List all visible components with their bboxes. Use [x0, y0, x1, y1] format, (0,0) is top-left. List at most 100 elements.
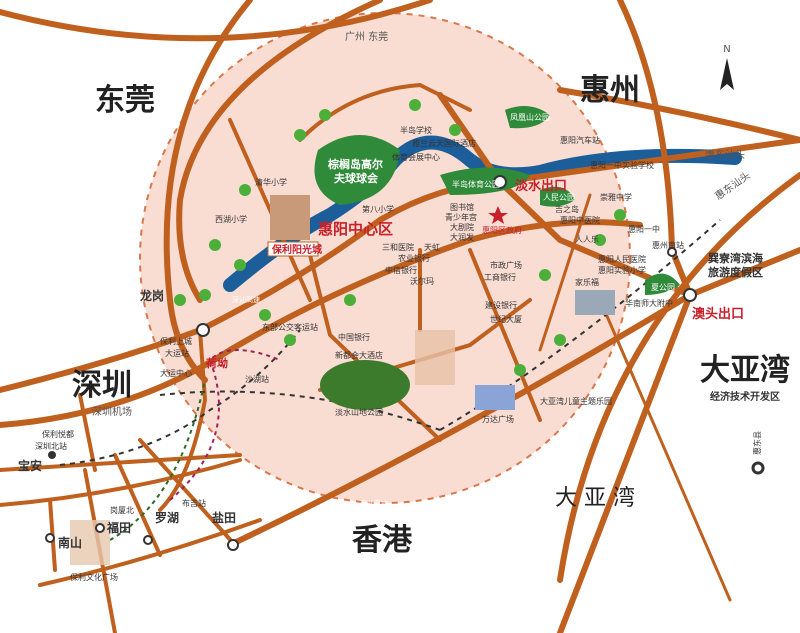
poi: 清华小学: [255, 177, 287, 187]
wanda-building: [475, 385, 515, 410]
poi: 崇雅中学: [600, 192, 632, 202]
government-star-icon: [488, 206, 508, 224]
poi: 岗厦北: [110, 506, 134, 515]
river: [223, 135, 742, 292]
poi: 惠阳人民医院: [598, 254, 646, 264]
north-arrow-icon: [720, 58, 734, 90]
tree-icons: [174, 99, 626, 376]
poi: 吉之岛: [555, 204, 579, 214]
poi: 惠阳一中: [628, 224, 660, 234]
dayawan-sea: 大 亚 湾: [555, 486, 635, 511]
project-name[interactable]: 保利阳光城: [271, 243, 322, 256]
poi: 天虹: [424, 243, 440, 252]
heao: 荷坳: [205, 356, 228, 370]
forest-park-label: 淡水山地公园: [335, 407, 383, 417]
road-label: 惠盐高速: [360, 499, 388, 508]
dayawan-subtitle: 经济技术开发区: [710, 390, 780, 403]
xia-park: [645, 273, 680, 295]
golf-club-park: [314, 135, 400, 205]
poi: 惠阳实验小学: [598, 265, 646, 275]
baoan: 宝安: [18, 458, 42, 473]
poi: 新都会大酒店: [335, 350, 383, 360]
aotou-exit: 澳头出口: [692, 306, 744, 322]
poi: 东部公交客运站: [262, 322, 318, 332]
nanshan: 南山: [58, 535, 82, 550]
poi: 惠阳汽车站: [560, 135, 600, 145]
region-dongguan: 东莞: [95, 83, 155, 118]
luohu: 罗湖: [155, 510, 179, 525]
poi: 惠阳中医院: [560, 215, 600, 225]
poi-list: 半岛学校 雅兰云天国际酒店 体育会展中心 第八小学 图书馆 青少年宫 大剧院 大…: [42, 125, 673, 582]
poi: 雅兰云天国际酒店: [412, 138, 476, 148]
region-hongkong: 香港: [352, 523, 413, 558]
region-huizhou: 惠州: [580, 73, 640, 108]
fenghuang-park: [505, 106, 550, 129]
road-label: 机荷高速: [100, 421, 128, 430]
direction-guangzhou-dongguan: 广州 东莞: [345, 30, 388, 43]
poi: 大运站: [165, 348, 189, 358]
golf-label-1: 棕榈岛高尔: [327, 157, 383, 171]
huizhou-south-station: 惠州南站: [652, 240, 684, 250]
renmin-park-label: 人民公园: [543, 193, 575, 202]
poi: 体育会展中心: [392, 152, 440, 162]
poi: 中国银行: [338, 332, 370, 342]
poi: 西湖小学: [215, 214, 247, 224]
poi: 图书馆: [450, 202, 474, 212]
poi: 人人乐: [575, 234, 599, 244]
poi: 半岛学校: [400, 125, 432, 135]
direction-huidong: 惠东县: [752, 431, 762, 455]
poi: 家乐福: [575, 277, 599, 287]
poi: 沃尔玛: [410, 276, 434, 286]
north-label: N: [723, 44, 730, 55]
center-zone: [139, 12, 631, 504]
road-labels: 深汕高速 机荷高速 石化大道 惠盐高速: [100, 281, 760, 508]
direction-huidong-shantou-2: 惠东汕头: [712, 169, 752, 203]
poi: 大润发: [450, 232, 474, 242]
poi: 世纪大厦: [490, 314, 522, 324]
golf-label-2: 夫球球会: [334, 171, 379, 185]
xunliao-line2: 旅游度假区: [708, 265, 763, 279]
yantian: 盐田: [212, 510, 236, 525]
poi: 华南师大附中: [625, 298, 673, 308]
poi: 三和医院: [382, 242, 414, 252]
dayun-center: 大运中心: [160, 368, 192, 378]
poi: 市政广场: [490, 260, 522, 270]
region-dayawan: 大亚湾: [700, 353, 790, 388]
shenzhen-north-station: 深圳北站: [35, 441, 67, 451]
road-label: 石化大道: [732, 281, 760, 290]
poi: 第八小学: [362, 204, 394, 214]
poi: 大亚湾儿童主题乐园: [540, 396, 612, 406]
district-center: 惠阳中心区: [318, 220, 393, 238]
fenghuang-park-label: 凤凰山公园: [510, 112, 550, 122]
poi: 保利文化广场: [70, 572, 118, 582]
danshui-exit: 淡水出口: [515, 178, 567, 194]
xunliao-line1: 巽寮湾滨海: [708, 251, 763, 265]
futian: 福田: [106, 520, 131, 535]
poi: 布吉站: [182, 498, 206, 508]
forest-park: [320, 360, 410, 410]
direction-shenzhen-airport: 深圳机场: [92, 405, 132, 418]
poi: 农业银行: [398, 253, 430, 263]
xia-park-label: 夏公园: [651, 283, 675, 292]
poi: 建设银行: [485, 300, 517, 310]
poi: 工商银行: [484, 272, 516, 282]
direction-huidong-shantou-1: 惠东汕头: [705, 148, 745, 161]
renmin-park: [540, 186, 575, 207]
tianhong-building: [575, 290, 615, 315]
longgang: 龙岗: [140, 288, 164, 303]
poi: 中信银行: [385, 265, 417, 275]
poi: 青少年宫: [445, 212, 477, 222]
poi: 沙湖站: [245, 374, 269, 384]
road-label: 深汕高速: [232, 295, 260, 304]
peninsula-park: [440, 167, 530, 195]
poi: 保利悦都: [42, 429, 74, 439]
poi: 惠阳一中实验学校: [590, 160, 654, 170]
poi: 万达广场: [482, 414, 514, 424]
project-building: [270, 195, 310, 240]
poi: 惠阳区政府: [482, 225, 522, 235]
region-shenzhen: 深圳: [72, 368, 132, 403]
peninsula-park-label: 半岛体育公园: [452, 179, 500, 189]
